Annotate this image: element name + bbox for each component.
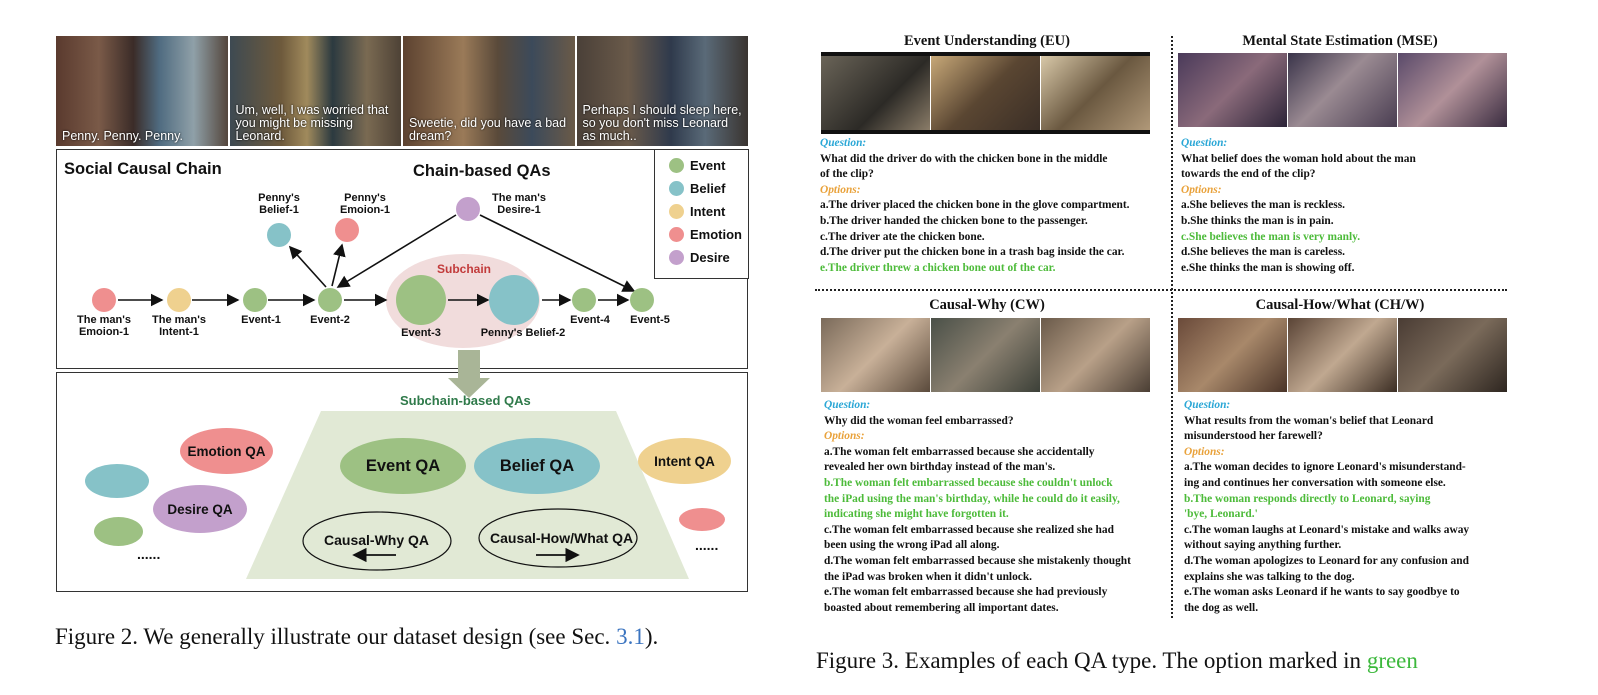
video-frame-2: Um, well, I was worried that you might b… (229, 36, 401, 146)
option: e.The woman felt embarrassed because she… (824, 586, 1108, 614)
subchain-label: Subchain (437, 262, 492, 276)
node-label: Event-3 (401, 327, 441, 339)
node-label: Event-5 (630, 314, 670, 326)
causal-how-what-qa: Causal-How/What QA (490, 530, 634, 546)
chw-qa-block: Question: What results from the woman's … (1184, 399, 1470, 614)
correct-option: b.The woman felt embarrassed because she… (824, 476, 1120, 521)
eu-frames (821, 52, 1150, 134)
cw-title: Causal-Why (CW) (929, 297, 1045, 313)
emotion-node (92, 288, 116, 312)
node-label: Penny's Belief-2 (480, 327, 566, 339)
option: d.The woman apologizes to Leonard for an… (1184, 554, 1469, 583)
section-link[interactable]: 3.1 (616, 624, 645, 649)
option: a.The woman decides to ignore Leonard's … (1184, 461, 1466, 489)
belief-qa: Belief QA (474, 438, 600, 494)
correct-option: c.She believes the man is very manly. (1181, 230, 1361, 243)
mse-qa-block: Question: What belief does the woman hol… (1181, 137, 1416, 274)
belief-node-large (489, 275, 539, 325)
belief-bubble (85, 464, 149, 498)
figure2-caption: Figure 2. We generally illustrate our da… (55, 624, 659, 649)
ellipsis-left: ...... (137, 546, 161, 562)
event-node (572, 288, 596, 312)
social-causal-chain-title: Social Causal Chain (64, 160, 222, 178)
cw-frames (821, 318, 1150, 392)
causal-why-qa: Causal-Why QA (324, 532, 430, 548)
belief-node (267, 223, 291, 247)
legend-swatch (669, 250, 684, 265)
frame-subtitle: Sweetie, did you have a bad dream? (409, 116, 567, 143)
legend-swatch (669, 227, 684, 242)
node-label: Event-4 (570, 314, 610, 326)
option: d.The driver put the chicken bone in a t… (820, 246, 1125, 259)
mse-title: Mental State Estimation (MSE) (1242, 33, 1438, 49)
node-label: Penny's Belief-1 (258, 192, 300, 216)
video-frames: Penny. Penny. Penny. Um, well, I was wor… (56, 36, 748, 146)
eu-qa-block: Question: What did the driver do with th… (820, 137, 1130, 274)
subchain-qa-area (246, 411, 689, 579)
node-label: The man's Desire-1 (492, 192, 546, 216)
legend: Event Belief Intent Emotion Desire (654, 149, 749, 279)
event-node (318, 288, 342, 312)
frame-subtitle: Perhaps I should sleep here, so you don'… (582, 103, 742, 143)
chw-title: Causal-How/What (CH/W) (1255, 297, 1425, 313)
option: d.She believes the man is careless. (1181, 246, 1345, 259)
emotion-node (335, 218, 359, 242)
legend-swatch (669, 181, 684, 196)
correct-option: e.The driver threw a chicken bone out of… (820, 261, 1056, 274)
option: d.The woman felt embarrassed because she… (824, 554, 1131, 583)
intent-qa: Intent QA (638, 438, 731, 484)
causal-chain-panel (56, 149, 748, 369)
node-label: Event-1 (241, 314, 281, 326)
video-frame-3: Sweetie, did you have a bad dream? (403, 36, 575, 146)
option: c.The driver ate the chicken bone. (820, 230, 985, 243)
legend-swatch (669, 158, 684, 173)
legend-item: Intent (669, 204, 725, 219)
emotion-qa: Emotion QA (180, 428, 273, 474)
option: b.She thinks the man is in pain. (1181, 214, 1334, 227)
intent-node (167, 288, 191, 312)
chain-based-qas-title: Chain-based QAs (413, 162, 551, 180)
video-frame-4: Perhaps I should sleep here, so you don'… (576, 36, 748, 146)
option: b.The driver handed the chicken bone to … (820, 214, 1088, 227)
option: a.She believes the man is reckless. (1181, 199, 1345, 212)
frame-subtitle: Um, well, I was worried that you might b… (235, 103, 389, 143)
frame-subtitle: Penny. Penny. Penny. (62, 129, 183, 143)
legend-item: Belief (669, 181, 725, 196)
event-node-large (396, 275, 446, 325)
option: e.She thinks the man is showing off. (1181, 261, 1355, 274)
figure3-caption: Figure 3. Examples of each QA type. The … (816, 648, 1418, 673)
node-label: The man's Intent-1 (152, 314, 206, 338)
ellipsis-right: ...... (695, 537, 719, 553)
desire-node (456, 197, 480, 221)
legend-item: Emotion (669, 227, 742, 242)
event-bubble (94, 517, 143, 546)
legend-item: Event (669, 158, 725, 173)
vertical-divider (1171, 36, 1173, 618)
causal-chain-diagram (92, 197, 654, 348)
option: e.The woman asks Leonard if he wants to … (1184, 586, 1460, 614)
legend-item: Desire (669, 250, 730, 265)
chw-frames (1178, 318, 1507, 392)
mse-frames (1178, 53, 1507, 127)
emotion-bubble (679, 508, 725, 531)
node-label: Penny's Emoion-1 (339, 192, 391, 216)
subchain-qas-title: Subchain-based QAs (400, 393, 531, 408)
option: a.The woman felt embarrassed because she… (824, 445, 1095, 474)
option: c.The woman felt embarrassed because she… (824, 523, 1114, 552)
horizontal-divider (815, 289, 1507, 291)
event-node (243, 288, 267, 312)
node-label: The man's Emoion-1 (77, 314, 131, 338)
video-frame-1: Penny. Penny. Penny. (56, 36, 228, 146)
event-node (630, 288, 654, 312)
cw-qa-block: Question: Why did the woman feel embarra… (824, 399, 1131, 614)
legend-swatch (669, 204, 684, 219)
node-label: Event-2 (310, 314, 350, 326)
option: a.The driver placed the chicken bone in … (820, 199, 1130, 212)
eu-title: Event Understanding (EU) (904, 33, 1070, 49)
down-arrow-icon (448, 350, 490, 398)
event-qa: Event QA (340, 438, 466, 494)
correct-option: b.The woman responds directly to Leonard… (1184, 492, 1431, 521)
option: c.The woman laughs at Leonard's mistake … (1184, 523, 1470, 552)
desire-qa: Desire QA (153, 485, 247, 533)
